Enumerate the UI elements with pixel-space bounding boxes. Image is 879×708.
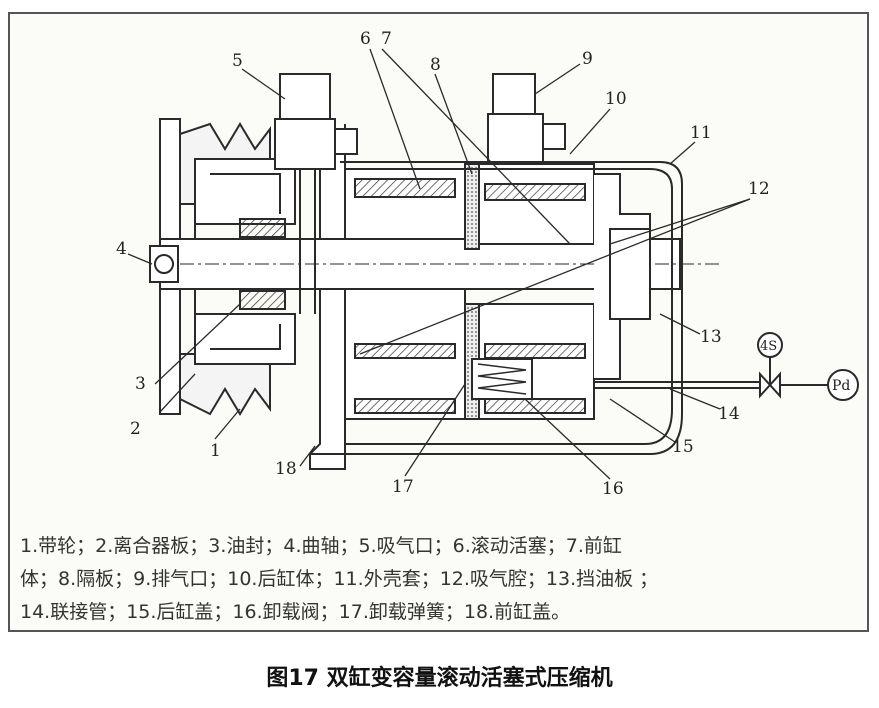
callout-9: 9 (582, 49, 593, 69)
callout-12: 12 (748, 179, 770, 199)
connecting-pipe (595, 332, 859, 401)
callout-14: 14 (718, 404, 740, 424)
callout-6: 6 (360, 29, 371, 49)
callout-15: 15 (672, 437, 694, 457)
callout-18: 18 (275, 459, 297, 479)
callout-2: 2 (130, 419, 141, 439)
legend-line-3: 14.联接管；15.后缸盖；16.卸载阀；17.卸载弹簧；18.前缸盖。 (20, 601, 571, 623)
front-cover (295, 123, 346, 470)
front-cylinder (344, 168, 466, 420)
unloader-assembly (471, 358, 533, 400)
discharge-port (487, 73, 566, 165)
callout-3: 3 (135, 374, 146, 394)
figure-caption: 图17 双缸变容量滚动活塞式压缩机 (266, 666, 613, 691)
callout-10: 10 (605, 89, 627, 109)
figure-frame: 1 2 3 4 5 6 7 8 9 10 11 12 13 14 15 16 1… (8, 12, 869, 632)
suction-port (274, 73, 358, 314)
parts-legend: 1.带轮；2.离合器板；3.油封；4.曲轴；5.吸气口；6.滚动活塞；7.前缸 … (20, 530, 856, 629)
leader-lines (127, 48, 751, 480)
legend-line-2: 体；8.隔板；9.排气口；10.后缸体；11.外壳套；12.吸气腔；13.挡油板… (20, 568, 659, 590)
outer-shell (340, 161, 683, 455)
legend-line-1: 1.带轮；2.离合器板；3.油封；4.曲轴；5.吸气口；6.滚动活塞；7.前缸 (20, 535, 622, 557)
oil-seal (239, 218, 286, 310)
clutch-plate (194, 158, 296, 365)
callout-1: 1 (210, 441, 221, 461)
rear-cover (594, 173, 651, 380)
callout-11: 11 (690, 123, 712, 143)
callout-7: 7 (381, 29, 392, 49)
callout-8: 8 (430, 55, 441, 75)
callout-16: 16 (602, 479, 624, 499)
gauge-label: Pd (832, 378, 850, 394)
valve-label: 4S (760, 339, 777, 354)
compressor-diagram: 1 2 3 4 5 6 7 8 9 10 11 12 13 14 15 16 1… (116, 29, 859, 499)
callout-5: 5 (232, 51, 243, 71)
callout-4: 4 (116, 239, 127, 259)
callout-17: 17 (392, 477, 414, 497)
callout-13: 13 (700, 327, 722, 347)
